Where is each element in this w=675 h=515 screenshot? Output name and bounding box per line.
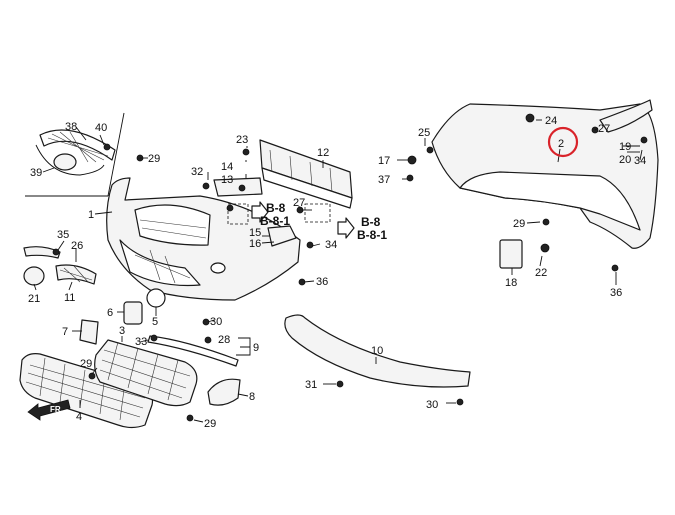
callout-2: 2 — [558, 138, 564, 150]
callout-29b: 29 — [80, 358, 92, 370]
callout-36: 36 — [316, 276, 328, 288]
callout-14: 14 — [221, 161, 233, 173]
callout-27: 27 — [598, 123, 610, 135]
callout-30: 30 — [210, 316, 222, 328]
callout-3: 3 — [119, 325, 125, 337]
ref-b8-right: B-8 — [361, 215, 381, 229]
callout-16: 16 — [249, 238, 261, 250]
callout-26: 26 — [71, 240, 83, 252]
callout-9: 9 — [253, 342, 259, 354]
fr-label: FR. — [50, 405, 63, 414]
part-7 — [79, 319, 99, 345]
callout-7: 7 — [62, 326, 68, 338]
callout-39: 39 — [30, 167, 42, 179]
callout-25: 25 — [418, 127, 430, 139]
callout-30b: 30 — [426, 399, 438, 411]
callout-11: 11 — [64, 292, 75, 304]
highlight-circle — [547, 126, 579, 158]
lower-grille — [19, 353, 154, 429]
callout-33: 33 — [135, 336, 147, 348]
callout-20: 20 — [619, 154, 631, 166]
callout-40: 40 — [95, 122, 107, 134]
callout-31: 31 — [305, 379, 317, 391]
emblem-grille-inset — [25, 112, 125, 197]
callout-28: 28 — [218, 334, 230, 346]
callout-24: 24 — [545, 115, 557, 127]
ref-b81-left: B-8-1 — [260, 214, 290, 228]
callout-29d: 29 — [204, 418, 216, 430]
ref-b81-right: B-8-1 — [357, 228, 387, 242]
callout-29c: 29 — [513, 218, 525, 230]
callout-32: 32 — [191, 166, 203, 178]
front-beam — [259, 139, 353, 209]
callout-36b: 36 — [610, 287, 622, 299]
part-6 — [123, 301, 143, 325]
callout-21: 21 — [28, 293, 40, 305]
callout-22: 22 — [535, 267, 547, 279]
callout-18: 18 — [505, 277, 517, 289]
callout-38: 38 — [65, 121, 77, 133]
callout-labels: 1 2 3 4 5 6 7 8 9 10 11 12 13 14 15 16 1… — [28, 115, 646, 430]
callout-10: 10 — [371, 345, 383, 357]
callout-23: 23 — [236, 134, 248, 146]
front-direction-arrow: FR. — [27, 399, 71, 421]
callout-19: 19 — [619, 141, 631, 153]
callout-4: 4 — [76, 411, 82, 423]
rear-bumper — [431, 99, 659, 249]
callout-29: 29 — [148, 153, 160, 165]
callout-6: 6 — [107, 307, 113, 319]
callout-1: 1 — [88, 209, 94, 221]
leader-lines — [33, 119, 643, 423]
emblem-part — [53, 153, 77, 171]
honeycomb-grille — [94, 339, 198, 407]
callout-27b: 27 — [293, 197, 305, 209]
callout-12: 12 — [317, 147, 329, 159]
callout-17: 17 — [378, 155, 390, 167]
ref-b8-left: B-8 — [266, 201, 286, 215]
callout-35: 35 — [57, 229, 69, 241]
part-8 — [207, 378, 241, 406]
reference-labels: B-8 B-8-1 B-8 B-8-1 — [260, 201, 387, 242]
callout-8: 8 — [249, 391, 255, 403]
callout-34: 34 — [325, 239, 337, 251]
front-lip-spoiler — [284, 314, 471, 388]
callout-5: 5 — [152, 316, 158, 328]
tow-cap-5 — [146, 288, 166, 308]
front-bumper — [106, 177, 301, 301]
callout-13: 13 — [221, 174, 233, 186]
callout-15: 15 — [249, 227, 261, 239]
rear-spacer-18 — [499, 239, 523, 269]
callout-37: 37 — [378, 174, 390, 186]
callout-34b: 34 — [634, 155, 646, 167]
